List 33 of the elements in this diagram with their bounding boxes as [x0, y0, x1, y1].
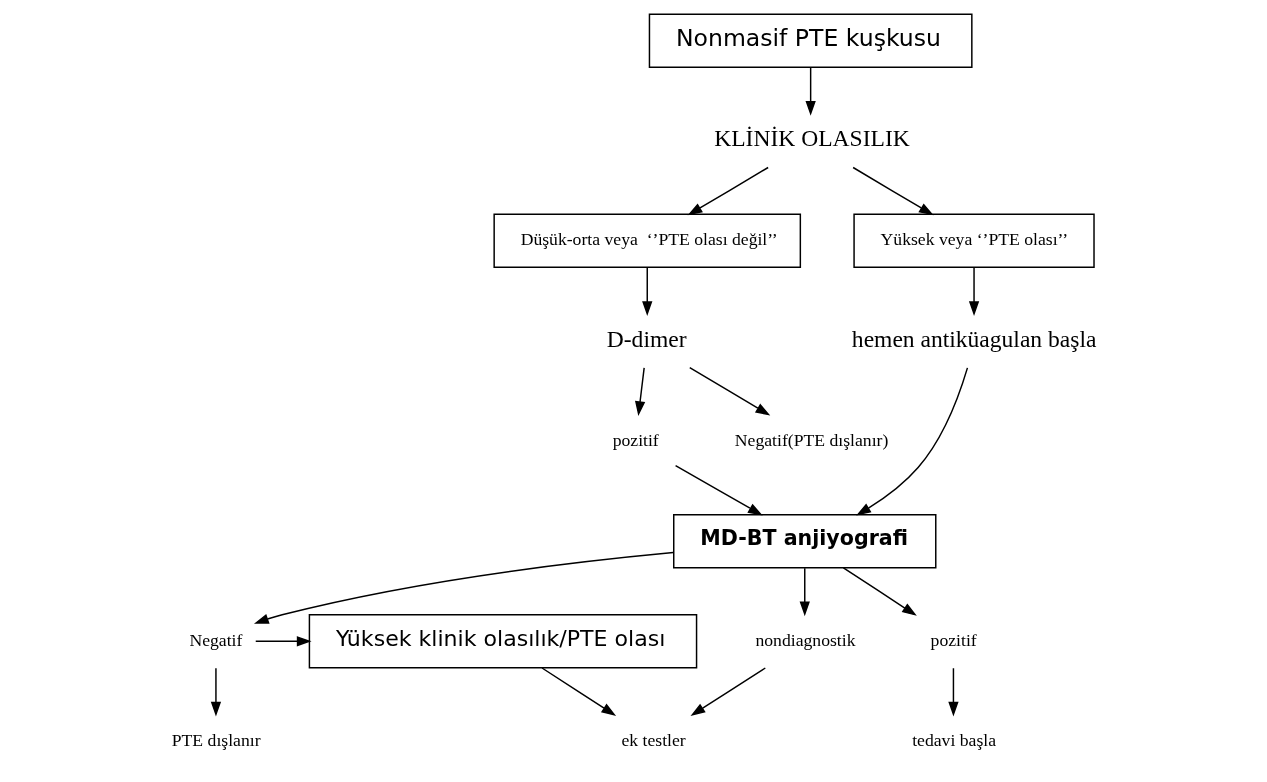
arrow — [855, 367, 968, 516]
arrow — [634, 367, 645, 417]
arrow — [641, 267, 652, 316]
arrow — [947, 667, 959, 717]
node-text: pozitif — [930, 629, 977, 650]
arrow — [687, 166, 769, 216]
node-text: Negatif(PTE dışlanır) — [734, 429, 888, 450]
node-text: pozitif — [612, 429, 659, 450]
node-text: Negatif — [188, 629, 242, 650]
arrow — [968, 267, 979, 316]
arrow — [690, 667, 766, 716]
node-box: Yüksek klinik olasılık/PTE olası — [308, 614, 697, 669]
arrow — [254, 636, 312, 647]
arrow — [674, 464, 763, 516]
node-box: Düşük-orta veya ‘’PTE olası değil’’ — [492, 213, 801, 269]
arrow — [842, 567, 917, 616]
node-text: nondiagnostik — [754, 629, 856, 650]
arrow — [210, 667, 221, 717]
node-text: hemen antiküagulan başla — [851, 325, 1096, 352]
node-text: ek testler — [620, 729, 686, 750]
node-text: KLİNİK OLASILIK — [713, 125, 910, 152]
arrow — [805, 66, 816, 116]
arrow — [540, 667, 616, 716]
arrow — [851, 166, 934, 216]
node-text: tedavi başla — [911, 729, 996, 750]
node-box: Nonmasif PTE kuşkusu — [648, 13, 973, 68]
node-text: PTE dışlanır — [171, 729, 261, 750]
node-box: MD-BT anjiyografi — [672, 513, 936, 569]
node-box: Yüksek veya ‘’PTE olası’’ — [852, 213, 1095, 269]
arrow — [799, 567, 810, 617]
node-text: D-dimer — [606, 325, 687, 352]
arrow — [688, 366, 770, 416]
arrow — [253, 551, 674, 624]
